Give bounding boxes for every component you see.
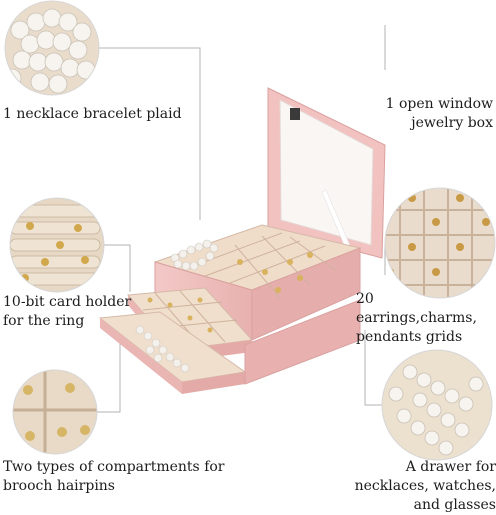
- label-necklace-drawer: A drawer for necklaces, watches, and gla…: [354, 459, 496, 513]
- connector-lines: [97, 25, 386, 413]
- product-illustration: [4, 0, 496, 461]
- label-brooch-compartments: Two types of compartments for brooch hai…: [3, 459, 225, 494]
- label-earring-grids: 20 earrings,charms, pendants grids: [356, 291, 477, 345]
- label-ring-card-holder: 10-bit card holder for the ring: [3, 294, 132, 329]
- label-necklace-plaid: 1 necklace bracelet plaid: [3, 106, 182, 122]
- label-open-window: 1 open window jewelry box: [385, 96, 493, 131]
- detail-necklace-plaid: [4, 0, 100, 96]
- detail-ring-holder: [9, 197, 105, 293]
- jewelry-box: [98, 87, 386, 394]
- detail-necklace-drawer: [381, 349, 493, 461]
- detail-earring-grid: [384, 187, 496, 299]
- detail-brooch-compartments: [12, 369, 98, 455]
